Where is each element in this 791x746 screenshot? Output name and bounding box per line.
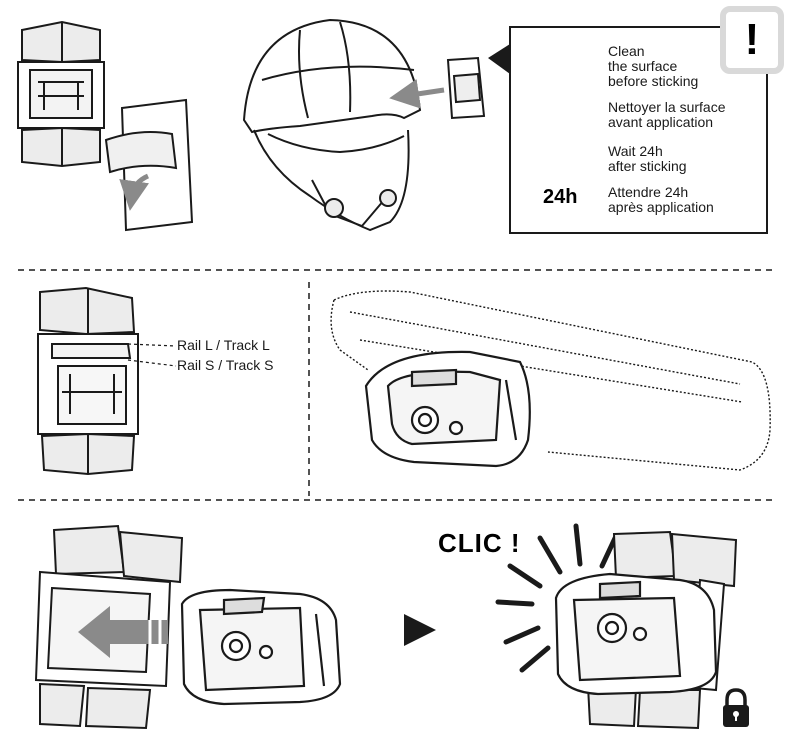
padlock-icon <box>723 688 749 727</box>
headlamp-clipped <box>554 572 718 696</box>
small-adhesive-plate <box>446 56 486 120</box>
adhesive-plate-backing <box>104 98 194 232</box>
helmet <box>242 18 422 232</box>
hours-label: 24h <box>543 186 578 208</box>
warning-icon: ! <box>720 6 784 74</box>
slide-arrow <box>78 606 168 658</box>
callout-pointer <box>488 44 510 74</box>
apply-arrow <box>389 78 445 109</box>
headlamp-sliding <box>180 588 342 706</box>
rail-s-leader <box>127 359 177 367</box>
headlamp <box>364 350 531 468</box>
rail-l-label: Rail L / Track L <box>177 337 270 353</box>
adhesive-mount-plate <box>17 20 105 168</box>
arrow-right-icon <box>404 614 436 646</box>
rail-l-leader <box>127 343 177 347</box>
mount-plate-right <box>586 530 738 730</box>
headband <box>330 290 771 471</box>
clic-label: CLIC ! <box>438 528 521 558</box>
clic-impact-lines <box>495 523 619 673</box>
rail-s-label: Rail S / Track S <box>177 357 274 373</box>
rail-mount-plate <box>37 286 139 476</box>
peel-arrow <box>119 173 150 211</box>
